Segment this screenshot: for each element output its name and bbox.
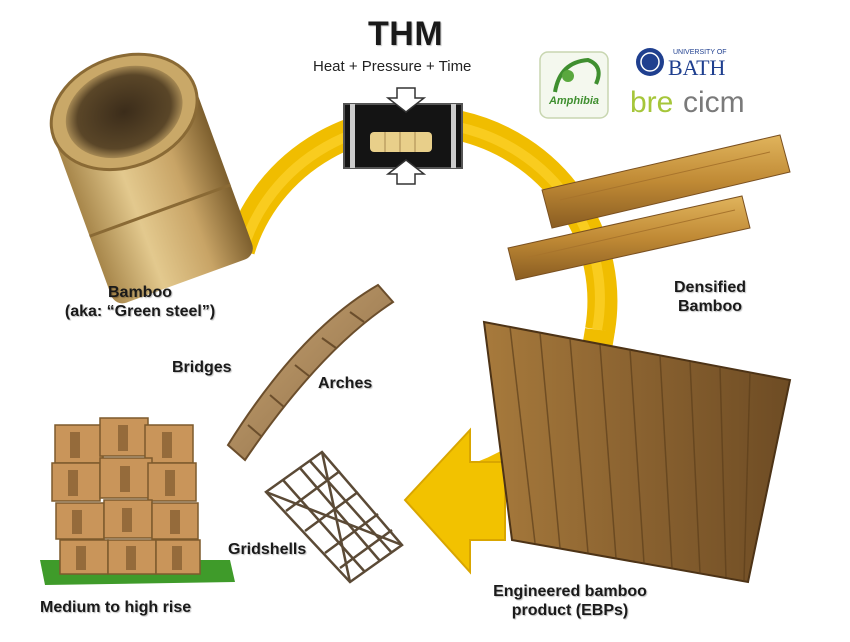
gridshell-image bbox=[264, 450, 404, 584]
bath-logo-small-text: UNIVERSITY OF bbox=[673, 49, 727, 56]
amphibia-logo-text: Amphibia bbox=[548, 95, 599, 107]
ebp-label: Engineered bamboo product (EBPs) bbox=[470, 582, 670, 620]
densified-bamboo-strips-image bbox=[507, 134, 791, 281]
ebp-label-line1: Engineered bamboo bbox=[493, 583, 647, 600]
bath-logo: UNIVERSITY OF BATH bbox=[636, 48, 727, 80]
ebp-label-line2: product (EBPs) bbox=[511, 602, 629, 620]
thm-subtitle: Heat + Pressure + Time bbox=[313, 58, 472, 75]
building-image bbox=[40, 417, 235, 585]
press-down-arrow-icon bbox=[385, 87, 427, 113]
cycle-arrow-head bbox=[403, 427, 506, 575]
densified-label-line2: Bamboo bbox=[678, 298, 742, 316]
cicm-logo-text: cicm bbox=[683, 86, 745, 119]
bamboo-label-line2: (aka: “Green steel”) bbox=[64, 303, 216, 321]
bre-cicm-logo: bre cicm bbox=[630, 86, 745, 119]
medium-high-rise-label: Medium to high rise bbox=[40, 599, 192, 616]
amphibia-logo: Amphibia bbox=[539, 51, 609, 119]
arches-label: Arches bbox=[318, 375, 373, 392]
thm-press-image bbox=[343, 87, 463, 185]
press-up-arrow-icon bbox=[385, 159, 427, 185]
bamboo-tube-image bbox=[49, 52, 253, 304]
densified-label-line1: Densified bbox=[673, 279, 746, 296]
densified-bamboo-label: Densified Bamboo bbox=[660, 278, 760, 316]
arch-image bbox=[226, 283, 395, 462]
ebp-panel-image bbox=[482, 320, 792, 584]
gridshells-label: Gridshells bbox=[228, 541, 307, 558]
bamboo-label-line1: Bamboo bbox=[108, 284, 172, 301]
bridges-label: Bridges bbox=[172, 359, 232, 376]
bamboo-label: Bamboo (aka: “Green steel”) bbox=[30, 283, 250, 321]
thm-title: THM bbox=[368, 15, 444, 53]
bre-logo-text: bre bbox=[630, 86, 673, 119]
bath-logo-big-text: BATH bbox=[668, 55, 726, 80]
